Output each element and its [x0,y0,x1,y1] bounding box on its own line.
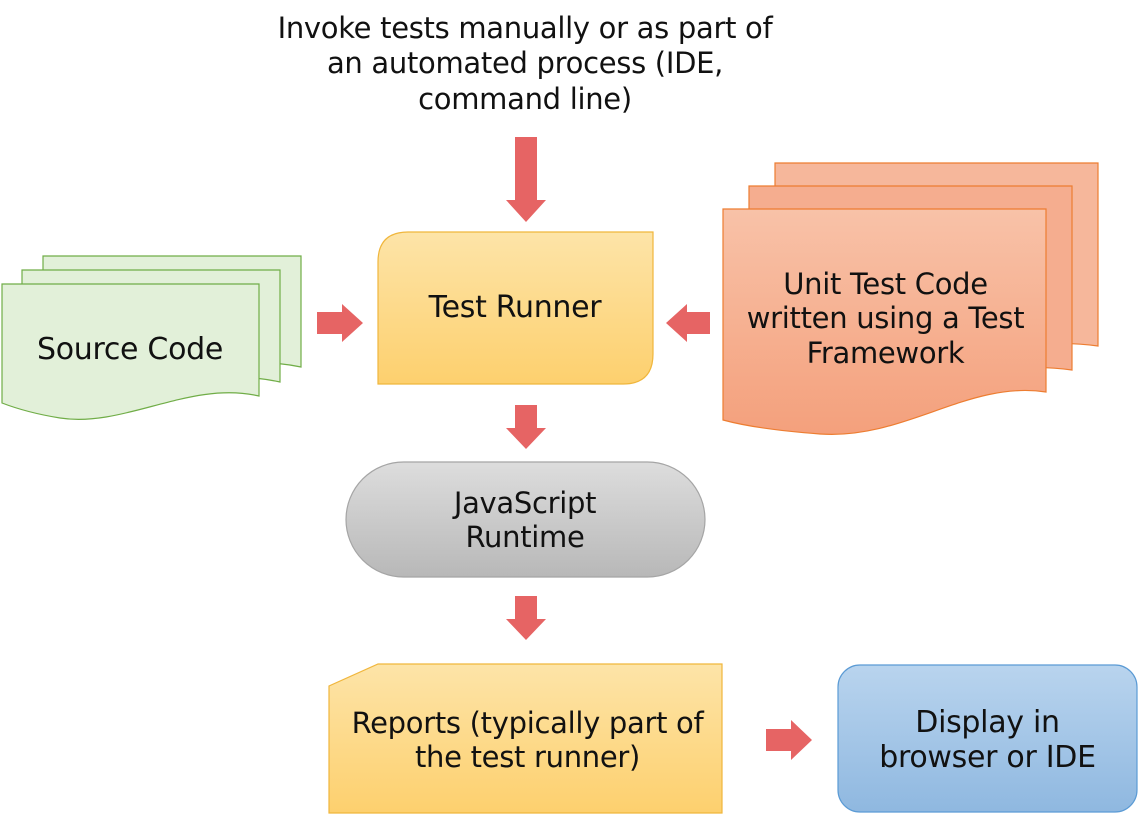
invoke-instructions: Invoke tests manually or as part of an a… [277,10,773,116]
reports-label: Reports (typically part of the test runn… [351,705,704,774]
test-runner-shape [377,231,654,385]
arrow-unit-to-runner [666,304,710,342]
display-label: Display in browser or IDE [879,704,1096,775]
javascript-runtime-label: JavaScript Runtime [453,485,597,554]
display-shape [837,664,1138,813]
arrow-invoke-to-runner [506,137,546,222]
source-code-stack [1,255,302,420]
arrow-runner-to-runtime [506,405,546,449]
unit-test-code-stack [722,162,1099,435]
arrow-source-to-runner [317,304,363,342]
flow-arrows [317,137,812,760]
source-code-label: Source Code [36,332,224,368]
javascript-runtime-shape [345,461,706,578]
arrow-reports-to-display [766,720,812,760]
unit-test-code-label: Unit Test Code written using a Test Fram… [746,267,1025,370]
test-runner-label: Test Runner [428,290,602,326]
arrow-runtime-to-reports [506,596,546,640]
reports-shape [328,663,723,814]
